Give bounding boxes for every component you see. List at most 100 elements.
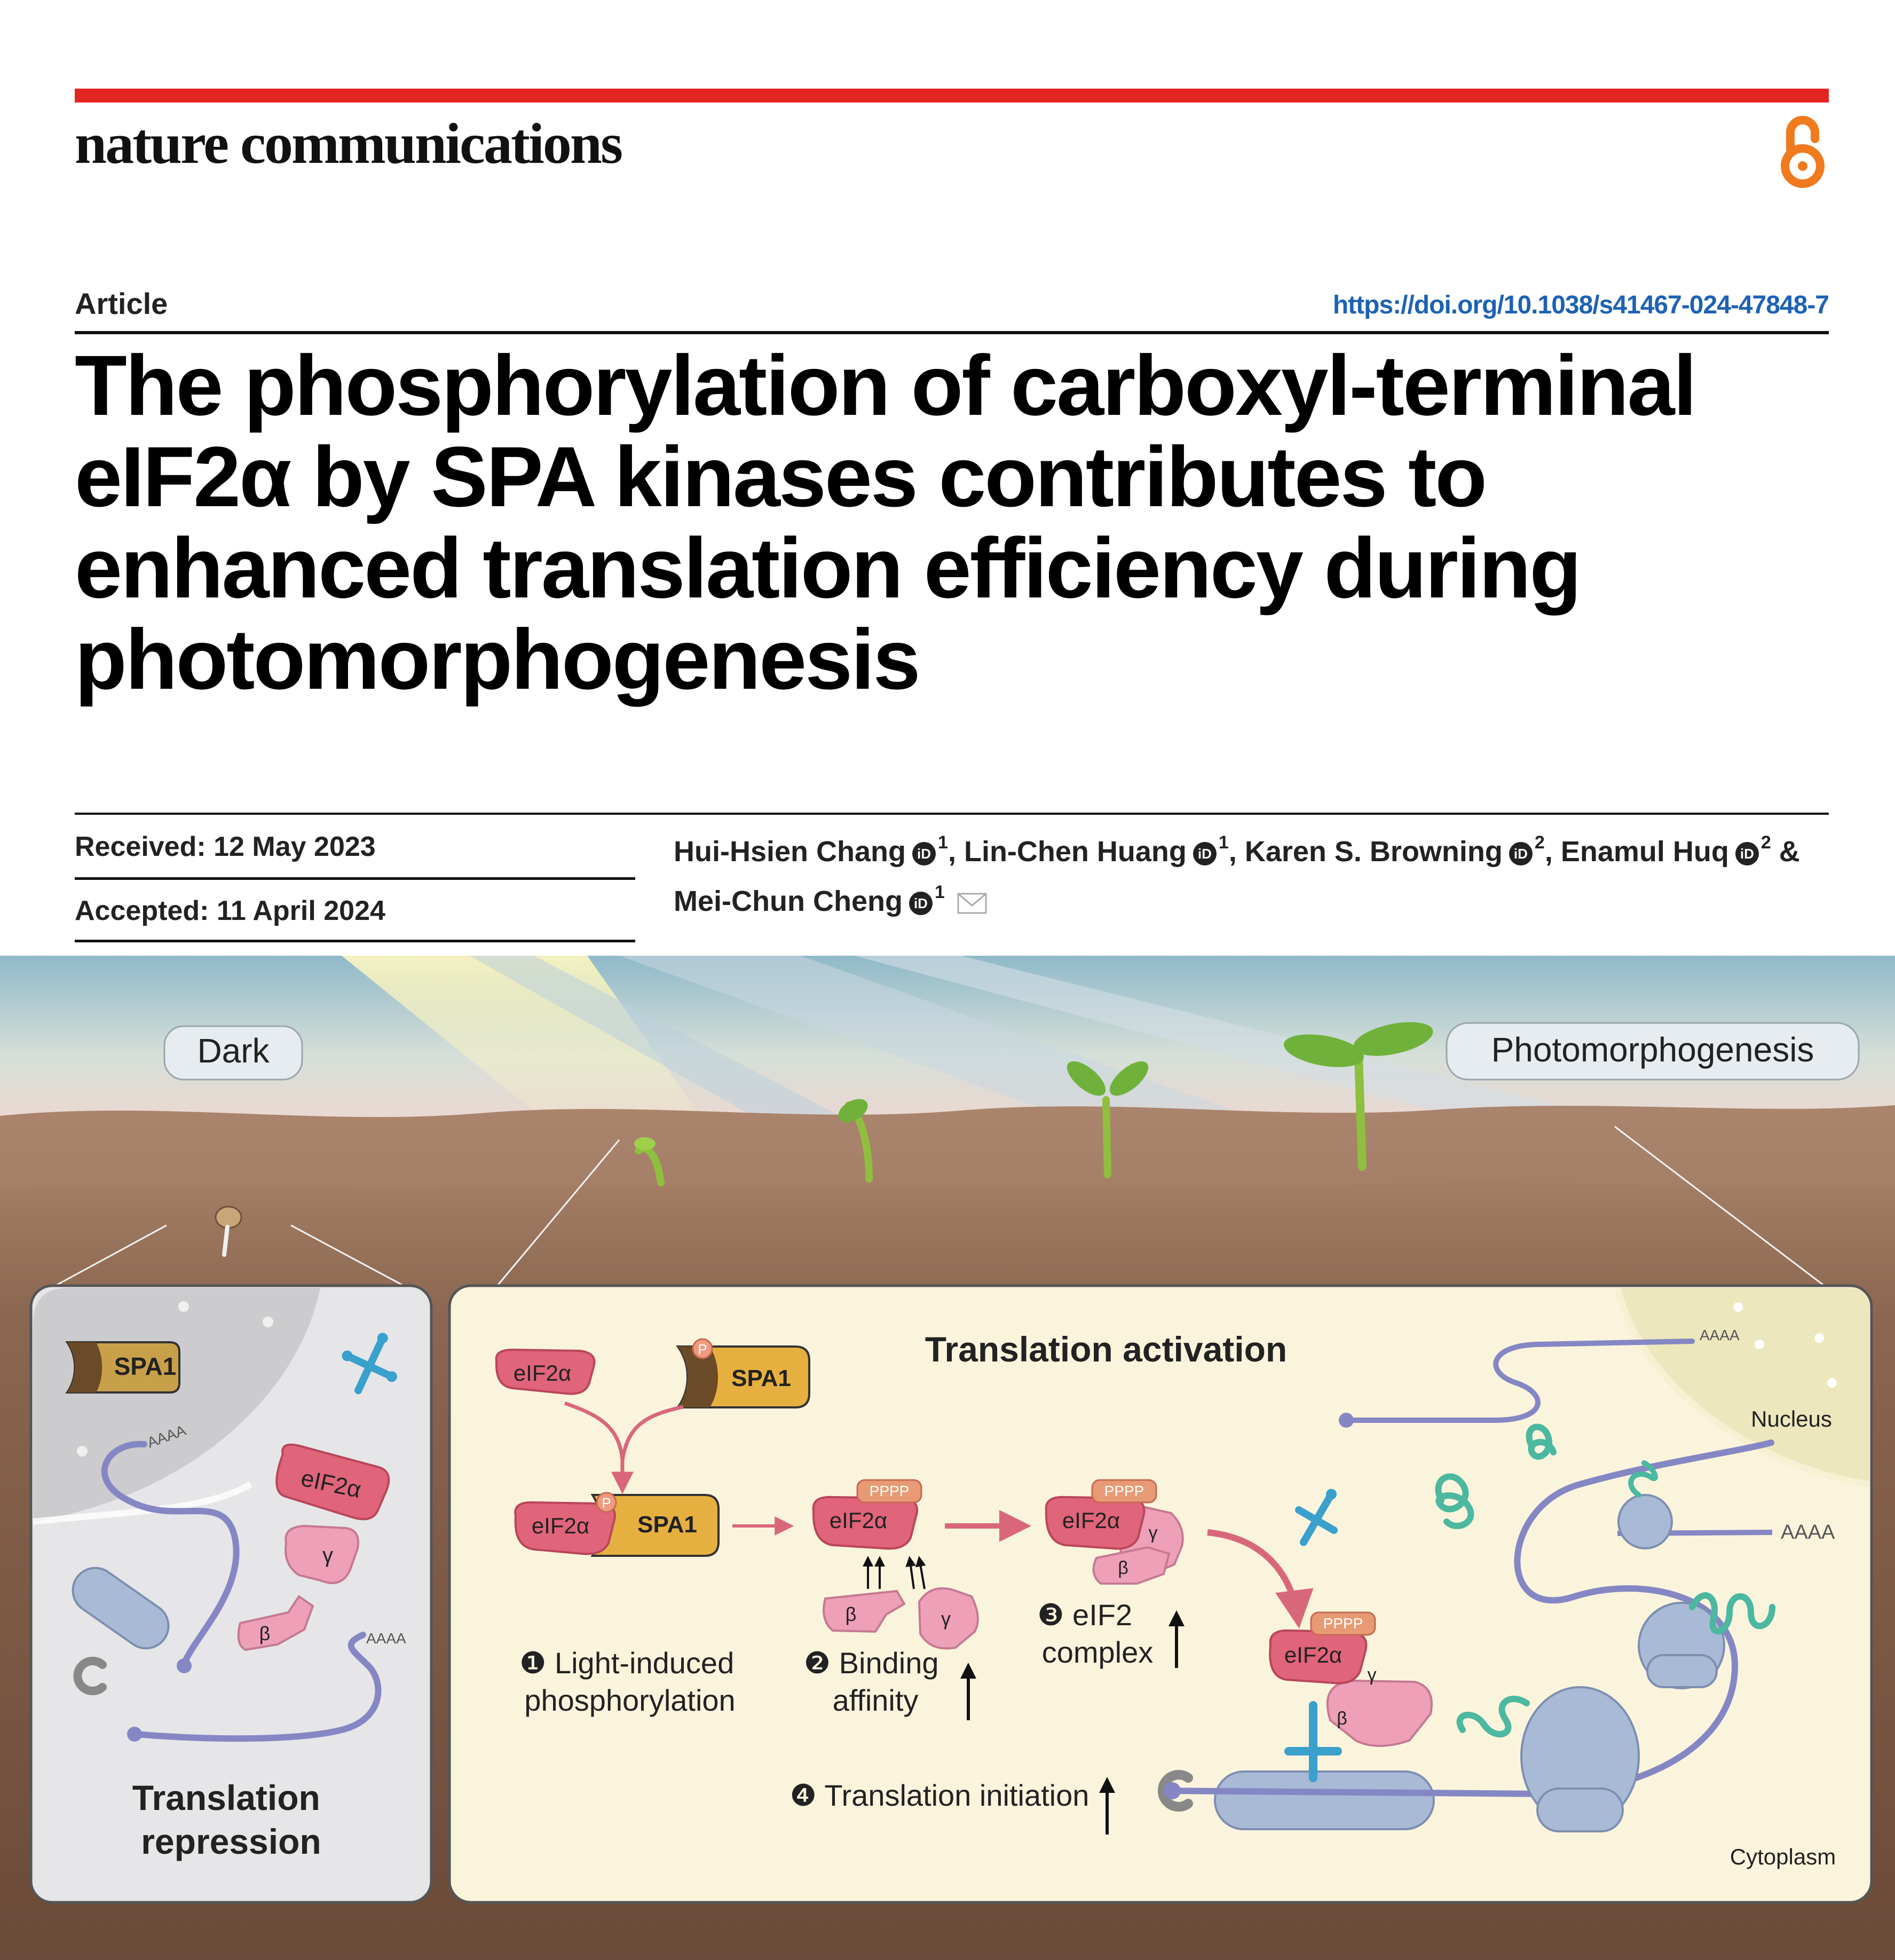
author-separator: , [947, 836, 964, 868]
mrna-strand [132, 1632, 382, 1742]
meta-rule-mid [75, 877, 635, 880]
seedling-deetiolated-icon [1283, 1022, 1433, 1171]
zoom-line [290, 1224, 406, 1288]
phosphorylated-eif2a: PPPP eIF2α [812, 1479, 922, 1550]
eif2-beta-subunit: β [823, 1589, 906, 1633]
step1-caption: ❶ Light-induced phosphorylation [519, 1646, 743, 1717]
doi-link[interactable]: https://doi.org/10.1038/s41467-024-47848… [1332, 291, 1829, 319]
author-name[interactable]: Karen S. Browning [1244, 836, 1503, 868]
author-name[interactable]: Mei-Chun Cheng [674, 885, 903, 917]
dark-label-box [163, 1025, 303, 1081]
gamma-label: γ [322, 1544, 333, 1567]
folded-protein-icon [1526, 1423, 1557, 1460]
polya-tail-label: AAAA [366, 1630, 406, 1647]
beta-label: β [1337, 1709, 1347, 1729]
author-affiliation: 1 [934, 882, 945, 902]
step-arrow [1207, 1529, 1314, 1629]
nascent-peptide [1689, 1592, 1775, 1635]
spa1-phosphorylated-protein: P SPA1 [676, 1338, 810, 1408]
orcid-icon[interactable]: iD [909, 891, 933, 915]
spa1-label: SPA1 [731, 1365, 791, 1391]
author-name[interactable]: Enamul Huq [1560, 836, 1729, 868]
eif2-gamma-subunit: γ [285, 1524, 359, 1584]
zoom-line [495, 1139, 620, 1287]
open-access-lock-icon [1781, 116, 1825, 188]
eif2a-label: eIF2α [514, 1360, 571, 1386]
polya-tail-label: AAAA [1781, 1521, 1835, 1544]
accepted-date: Accepted: 11 April 2024 [75, 895, 385, 926]
author-affiliation: 1 [1218, 832, 1229, 853]
mrna-strand [101, 1441, 240, 1667]
orcid-icon[interactable]: iD [912, 841, 936, 865]
journal-brand-bar [75, 89, 1829, 103]
beta-label: β [259, 1623, 271, 1644]
article-type-label: Article [75, 287, 168, 320]
author-name[interactable]: Hui-Hsien Chang [674, 836, 906, 868]
eif2a-label: eIF2α [532, 1513, 589, 1538]
ribosome-subunit-icon [72, 1567, 170, 1650]
ribosome-small-subunit [1214, 1770, 1435, 1830]
beta-label: β [846, 1603, 857, 1625]
author-separator: , [1228, 836, 1245, 868]
meta-rule-top [75, 813, 1829, 815]
nascent-peptide [1456, 1695, 1530, 1737]
orcid-icon[interactable]: iD [1735, 841, 1759, 865]
author-separator: & [1771, 836, 1800, 868]
nascent-peptide [1628, 1460, 1658, 1498]
orcid-icon[interactable]: iD [1193, 841, 1217, 865]
light-beam [854, 956, 1601, 1127]
author-name[interactable]: Lin-Chen Huang [964, 836, 1187, 868]
eif2-beta-subunit: β [237, 1595, 314, 1651]
ribosome-large [1520, 1686, 1640, 1832]
author-affiliation: 2 [1534, 832, 1545, 853]
nucleus-label: Nucleus [1751, 1406, 1832, 1431]
meta-rule-bottom [75, 940, 635, 942]
step4-caption: ❹ Translation initiation [790, 1778, 1089, 1812]
step3-caption: ❸ eIF2 complex [1037, 1598, 1153, 1669]
light-beam [470, 956, 881, 1137]
mrna-strand [1345, 1339, 1695, 1423]
ribosome-medium [1638, 1602, 1725, 1689]
received-date: Received: 12 May 2023 [75, 831, 376, 862]
cytoplasm-label: Cytoplasm [1730, 1844, 1836, 1869]
cap-binding-icon [73, 1657, 107, 1695]
eif2-ternary-complex: PPPP eIF2α γ β [1045, 1479, 1184, 1585]
mrna-cap-icon [1164, 1782, 1181, 1799]
trna-icon [1295, 1489, 1338, 1546]
journal-name[interactable]: nature communications [75, 112, 623, 176]
mrna-cap-icon [127, 1727, 142, 1742]
orcid-icon[interactable]: iD [1509, 841, 1533, 865]
initiation-complex: PPPP eIF2α γ β [1269, 1611, 1433, 1747]
mrna-cap-icon [177, 1658, 192, 1673]
eif2a-label: eIF2α [1062, 1508, 1120, 1533]
graphical-abstract-figure: Dark Photomorphogenesis SPA1 [0, 956, 1895, 1960]
zoom-line [53, 1224, 167, 1288]
header-rule [75, 331, 1829, 334]
spa1-label: SPA1 [114, 1352, 177, 1380]
step2-caption: ❷ Binding affinity [804, 1646, 947, 1717]
phospho-label: P [698, 1341, 707, 1357]
email-envelope-icon[interactable] [957, 893, 987, 914]
light-beam [342, 956, 715, 1137]
seed-icon [215, 1206, 242, 1257]
soil-surface-layer [0, 1105, 1895, 1191]
binding-arrows-icon [863, 1556, 926, 1589]
mrna-cap-icon [1339, 1413, 1354, 1428]
translation-repression-caption: Translation repression [132, 1778, 330, 1861]
seedling-opening-icon [1067, 1061, 1149, 1178]
seedling-hook-icon [634, 1137, 665, 1186]
gamma-label: γ [941, 1608, 951, 1630]
photomorphogenesis-label: Photomorphogenesis [1491, 1030, 1814, 1069]
translation-activation-title: Translation activation [925, 1329, 1288, 1369]
gamma-label: γ [1149, 1523, 1158, 1543]
mrna-strand [1166, 1439, 1774, 1798]
seedling-emerging-icon [838, 1099, 873, 1183]
eif2a-protein: eIF2α [275, 1443, 390, 1521]
gamma-label: γ [1368, 1665, 1377, 1685]
light-beam [619, 956, 1308, 1137]
phospho-cluster-label: PPPP [870, 1483, 910, 1499]
